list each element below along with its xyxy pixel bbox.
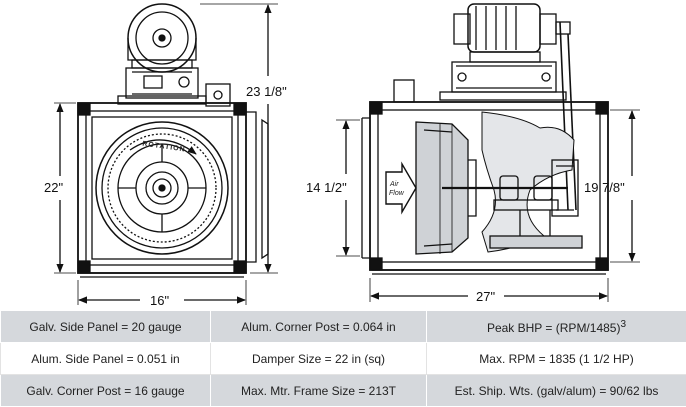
dimension-side-width-label: 16" bbox=[150, 293, 169, 308]
spec-row: Galv. Side Panel = 20 gauge Alum. Corner … bbox=[1, 311, 686, 343]
spec-cell-text: Max. RPM = 1835 (1 1/2 HP) bbox=[479, 352, 633, 366]
end-view: ROTATION 22" 16" 23 1/8" bbox=[44, 4, 287, 308]
motor-base bbox=[440, 62, 566, 100]
dimension-side-height-label: 22" bbox=[44, 180, 63, 195]
spec-cell-text: Damper Size = 22 in (sq) bbox=[252, 352, 385, 366]
dimension-overall-height bbox=[200, 4, 278, 273]
spec-cell: Alum. Side Panel = 0.051 in bbox=[1, 343, 211, 375]
spec-cell-superscript: 3 bbox=[620, 319, 626, 330]
spec-table-body: Galv. Side Panel = 20 gauge Alum. Corner … bbox=[1, 311, 686, 407]
spec-cell-text: Alum. Side Panel = 0.051 in bbox=[31, 352, 179, 366]
spec-cell-text: Est. Ship. Wts. (galv/alum) = 90/62 lbs bbox=[455, 384, 659, 398]
spec-cell: Galv. Corner Post = 16 gauge bbox=[1, 375, 211, 407]
spec-cell-text: Max. Mtr. Frame Size = 213T bbox=[241, 384, 396, 398]
air-flow-arrow bbox=[386, 164, 416, 212]
spec-cell-text: Peak BHP = (RPM/1485) bbox=[487, 321, 621, 335]
dimension-overall-height-label: 23 1/8" bbox=[246, 84, 287, 99]
spec-cell: Max. Mtr. Frame Size = 213T bbox=[211, 375, 427, 407]
fan-technical-drawing: ROTATION 22" 16" 23 1/8" bbox=[0, 0, 686, 310]
spec-cell: Est. Ship. Wts. (galv/alum) = 90/62 lbs bbox=[427, 375, 686, 407]
spec-table: Galv. Side Panel = 20 gauge Alum. Corner … bbox=[0, 310, 686, 407]
side-view: Air Flow 14 1/2" 19 7/8" 27" bbox=[306, 4, 640, 304]
air-flow-label-line2: Flow bbox=[389, 190, 405, 197]
spec-cell-text: Alum. Corner Post = 0.064 in bbox=[241, 320, 395, 334]
dimension-inlet-height-label: 14 1/2" bbox=[306, 180, 347, 195]
dimension-length-label: 27" bbox=[476, 289, 495, 304]
motor-end-view bbox=[128, 4, 196, 72]
junction-box bbox=[394, 80, 414, 102]
spec-cell-text: Galv. Side Panel = 20 gauge bbox=[29, 320, 181, 334]
rotation-label: ROTATION bbox=[142, 141, 186, 154]
spec-cell-text: Galv. Corner Post = 16 gauge bbox=[26, 384, 184, 398]
motor-mount-bracket bbox=[118, 68, 206, 104]
air-flow-label-line1: Air bbox=[389, 181, 399, 188]
fan-wheel bbox=[96, 122, 228, 254]
spec-cell: Damper Size = 22 in (sq) bbox=[211, 343, 427, 375]
dimension-outlet-height-label: 19 7/8" bbox=[584, 180, 625, 195]
spec-row: Alum. Side Panel = 0.051 in Damper Size =… bbox=[1, 343, 686, 375]
spec-cell: Galv. Side Panel = 20 gauge bbox=[1, 311, 211, 343]
spec-row: Galv. Corner Post = 16 gauge Max. Mtr. Fr… bbox=[1, 375, 686, 407]
cutaway-section bbox=[482, 112, 574, 252]
spec-cell: Max. RPM = 1835 (1 1/2 HP) bbox=[427, 343, 686, 375]
spec-cell: Alum. Corner Post = 0.064 in bbox=[211, 311, 427, 343]
spec-cell: Peak BHP = (RPM/1485)3 bbox=[427, 311, 686, 343]
